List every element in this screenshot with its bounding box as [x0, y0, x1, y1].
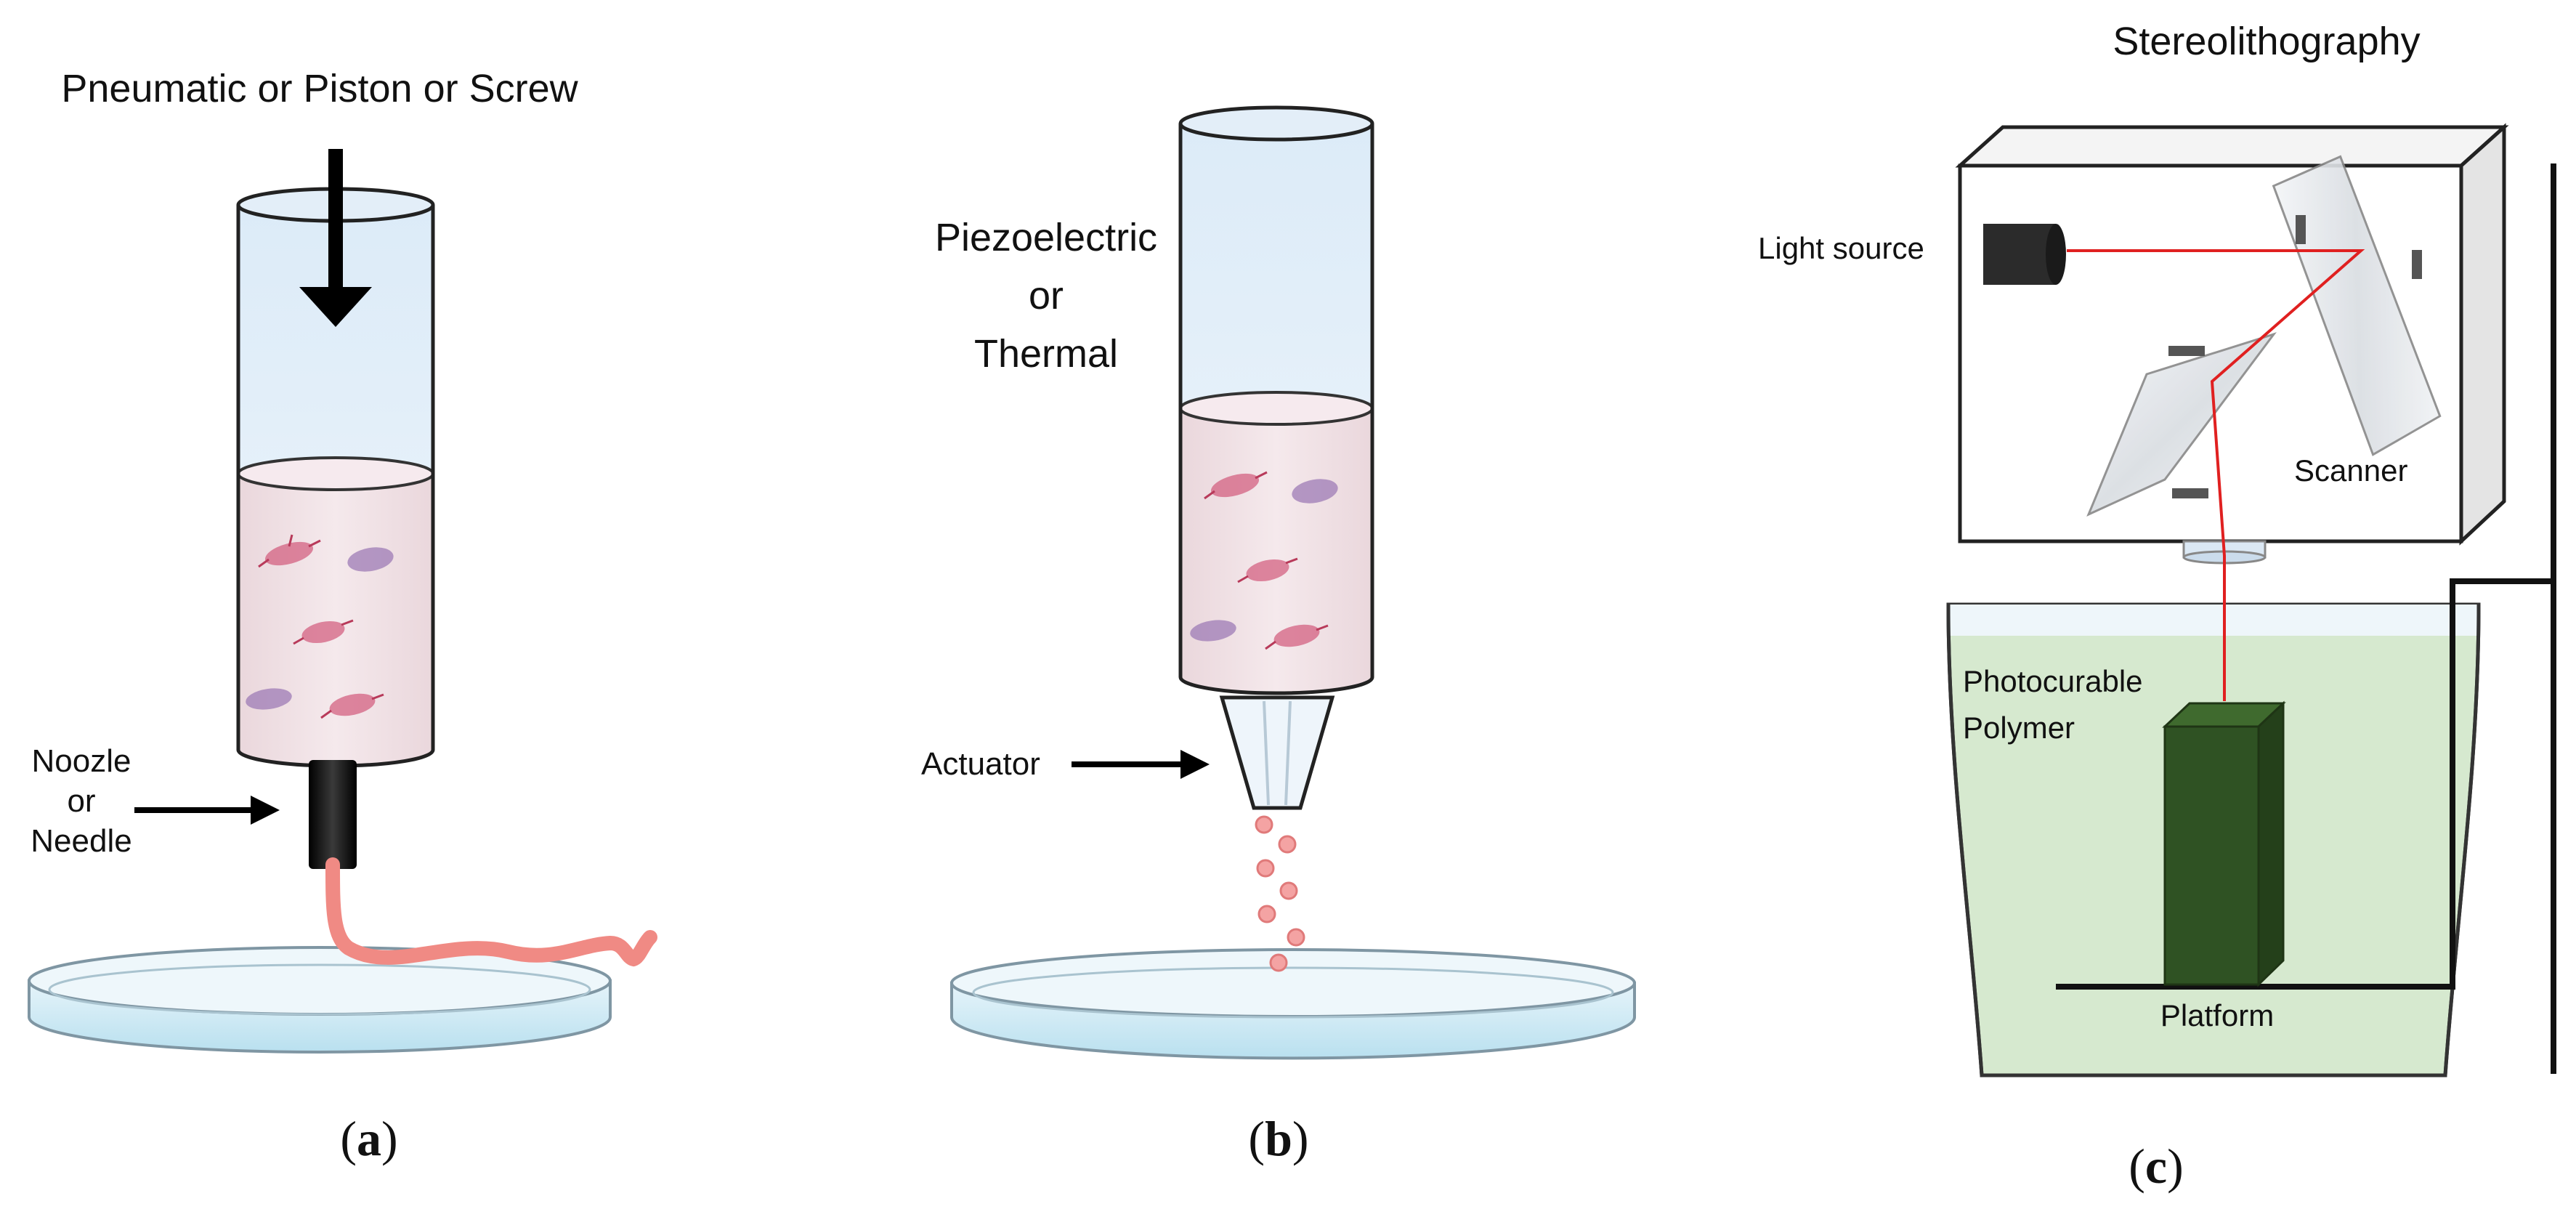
stereolithography-title: Stereolithography — [2113, 20, 2420, 63]
filament — [325, 857, 657, 967]
light-source-label: Light source — [1758, 231, 1924, 265]
droplet — [1256, 859, 1275, 878]
platform-label: Platform — [2160, 998, 2274, 1032]
caption-a: (a) — [340, 1111, 397, 1166]
polymer-label-line-1: Photocurable — [1963, 664, 2143, 698]
laser-beam — [2067, 249, 2365, 701]
cell — [301, 620, 345, 644]
droplet — [1279, 881, 1298, 900]
droplet — [1269, 953, 1288, 972]
cell — [347, 547, 394, 572]
panel-a-top-label: Pneumatic or Piston or Screw — [61, 67, 578, 110]
nozzle-label-line-2: or — [67, 783, 95, 819]
actuator-arrow-icon — [1072, 750, 1210, 779]
cells-b — [1190, 471, 1338, 650]
cell — [246, 688, 292, 710]
cells-a — [246, 534, 394, 719]
nozzle-arrow-icon — [134, 796, 280, 825]
down-arrow-icon — [299, 149, 372, 327]
panel-a: Pneumatic or Piston or Screw — [28, 67, 657, 1166]
nozzle — [309, 760, 357, 869]
caption-b: (b) — [1248, 1111, 1308, 1166]
nozzle-label-line-3: Needle — [31, 823, 131, 859]
mechanism-label-line-1: Piezoelectric — [935, 216, 1157, 259]
cell — [1210, 473, 1260, 498]
polymer-label-line-2: Polymer — [1963, 711, 2075, 745]
cell — [1292, 479, 1338, 504]
nozzle-label-line-1: Noozle — [32, 743, 131, 779]
cell — [1190, 620, 1236, 642]
cell — [258, 534, 321, 568]
scanner-box — [1955, 123, 2509, 546]
cell — [293, 619, 354, 645]
droplet — [1257, 905, 1276, 923]
cell — [1273, 624, 1320, 647]
light-source-icon — [1983, 224, 2066, 285]
cell — [264, 541, 314, 566]
cell — [1246, 559, 1289, 582]
scanner-label: Scanner — [2294, 453, 2407, 488]
panel-c: Stereolithography — [1758, 20, 2556, 1194]
droplet — [1255, 815, 1273, 834]
printed-construct — [2162, 700, 2286, 987]
cell — [1204, 471, 1268, 500]
droplet — [1287, 928, 1305, 947]
actuator-tip — [1219, 695, 1335, 810]
mechanism-label-line-2: or — [1029, 274, 1064, 318]
cell — [1265, 624, 1329, 650]
support-frame — [2056, 163, 2556, 1074]
petri-dish-a — [28, 946, 612, 1054]
panel-b: Piezoelectric or Thermal — [921, 105, 1636, 1166]
mechanism-label-line-3: Thermal — [974, 332, 1118, 376]
mirror-upper — [2272, 155, 2442, 456]
caption-c: (c) — [2129, 1139, 2184, 1194]
cell — [329, 693, 376, 716]
droplets — [1255, 815, 1305, 972]
cell — [320, 693, 384, 719]
cell — [1237, 557, 1298, 583]
syringe-b — [1178, 105, 1374, 695]
petri-dish-b — [950, 948, 1636, 1060]
mirror-lower — [2086, 332, 2277, 517]
actuator-label: Actuator — [921, 746, 1040, 782]
droplet — [1278, 835, 1297, 854]
